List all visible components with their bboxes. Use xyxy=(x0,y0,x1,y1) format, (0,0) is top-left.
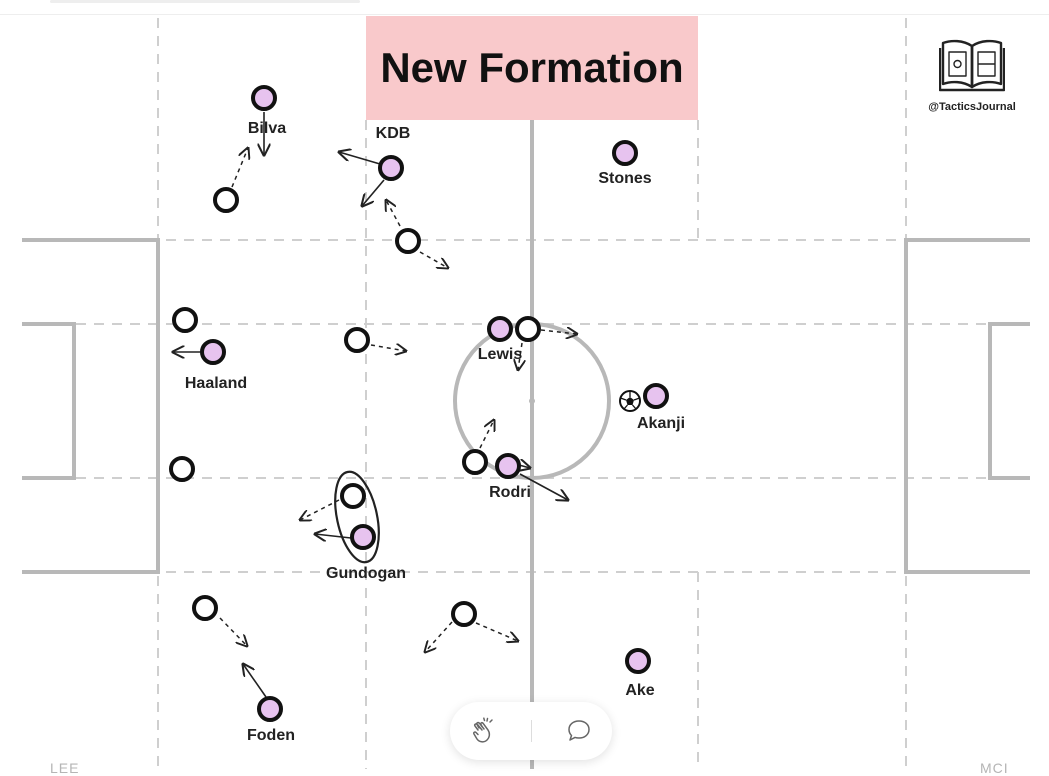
player-rodri xyxy=(495,453,521,479)
player-haaland xyxy=(200,339,226,365)
opponent-player xyxy=(340,483,366,509)
title-banner: New Formation xyxy=(366,16,698,120)
team-label-left: LEE xyxy=(50,760,80,776)
player-label-gundogan: Gundogan xyxy=(326,565,406,582)
page-title: New Formation xyxy=(380,44,684,91)
top-scrollbar-edge xyxy=(50,0,360,3)
football-icon xyxy=(619,390,641,412)
player-label-stones: Stones xyxy=(598,170,652,187)
player-label-ake: Ake xyxy=(625,682,655,699)
opponent-player xyxy=(515,316,541,342)
top-divider xyxy=(0,14,1049,15)
clap-button[interactable] xyxy=(464,711,504,751)
player-label-lewis: Lewis xyxy=(477,346,523,363)
opponent-players xyxy=(169,187,488,627)
player-label-akanji: Akanji xyxy=(636,415,686,432)
opponent-player xyxy=(169,456,195,482)
player-gundogan xyxy=(350,524,376,550)
highlight-ellipse xyxy=(334,470,380,564)
reaction-bar xyxy=(450,702,612,760)
opponent-player xyxy=(451,601,477,627)
team-label-right: MCI xyxy=(980,760,1009,776)
player-akanji xyxy=(643,383,669,409)
comment-button[interactable] xyxy=(559,711,599,751)
player-label-kdb: KDB xyxy=(375,125,411,142)
pitch-grid xyxy=(22,18,1030,769)
opponent-player xyxy=(462,449,488,475)
brand-block: @TacticsJournal xyxy=(922,36,1022,113)
player-label-bilva: Bilva xyxy=(247,120,287,137)
reaction-divider xyxy=(530,720,532,742)
player-ake xyxy=(625,648,651,674)
opponent-player xyxy=(192,595,218,621)
player-label-rodri: Rodri xyxy=(489,484,531,501)
player-bilva xyxy=(251,85,277,111)
player-label-foden: Foden xyxy=(247,727,295,744)
player-stones xyxy=(612,140,638,166)
player-lewis xyxy=(487,316,513,342)
clap-icon xyxy=(472,717,493,743)
opponent-movement-arrows xyxy=(219,148,577,652)
opponent-player xyxy=(344,327,370,353)
opponent-player xyxy=(213,187,239,213)
comment-icon xyxy=(567,720,590,741)
opponent-player xyxy=(395,228,421,254)
opponent-player xyxy=(172,307,198,333)
book-pitch-icon xyxy=(938,39,1006,92)
team-players xyxy=(200,85,669,722)
player-foden xyxy=(257,696,283,722)
player-label-haaland: Haaland xyxy=(184,375,248,392)
pitch-markings xyxy=(22,18,1030,769)
player-kdb xyxy=(378,155,404,181)
brand-handle: @TacticsJournal xyxy=(928,101,1016,113)
